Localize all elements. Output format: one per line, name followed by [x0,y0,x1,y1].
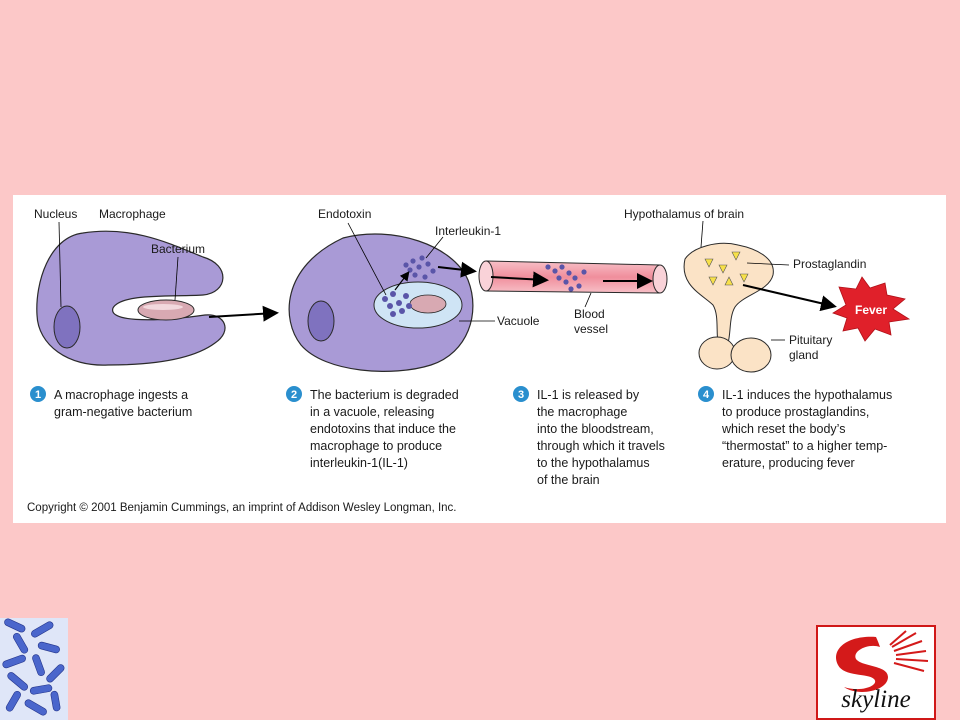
label-endotoxin: Endotoxin [318,207,371,221]
label-macrophage: Macrophage [99,207,166,221]
step-2-number: 2 [291,389,297,401]
copyright-text: Copyright © 2001 Benjamin Cummings, an i… [27,502,457,514]
step-3-line: to the hypothalamus [537,456,650,470]
vessel-flow-arrow-1 [490,271,549,288]
release-arrow [437,261,477,278]
step-4-line: to produce prostaglandins, [722,405,869,419]
nucleus-2 [307,300,335,342]
step-3-line: IL-1 is released by [537,388,640,402]
label-prostaglandin: Prostaglandin [793,257,866,271]
step-4-line: which reset the body’s [721,422,845,436]
step-2-line: interleukin-1(IL-1) [310,456,408,470]
skyline-logo: skyline [816,625,936,720]
step-1-number: 1 [35,389,41,401]
step-4-line: erature, producing fever [722,456,855,470]
step-2-caption: 2 The bacterium is degraded in a vacuole… [286,386,459,470]
step-4-caption: 4 IL-1 induces the hypothalamus to produ… [698,386,892,470]
label-bacterium: Bacterium [151,242,205,256]
bacteria-micrograph [0,618,68,720]
pituitary-gland [698,336,772,373]
step-1-line: A macrophage ingests a [54,388,188,402]
bacterium [137,299,195,321]
label-vacuole: Vacuole [497,314,540,328]
fever-mechanism-figure: Nucleus Macrophage Bacterium Endotoxin I… [13,195,946,523]
label-gland: gland [789,348,818,362]
vesicle-arrow [394,271,410,291]
step-2-badge [286,386,302,402]
step-1-caption: 1 A macrophage ingests a gram-negative b… [30,386,192,419]
step-3-line: into the bloodstream, [537,422,654,436]
step-3-line: of the brain [537,473,600,487]
bacterium-pointer [174,256,179,301]
step-4-number: 4 [703,389,710,401]
label-pituitary: Pituitary [789,333,832,347]
step-3-caption: 3 IL-1 is released by the macrophage int… [513,386,665,487]
hypothalamus-brain [683,242,774,344]
bacterium-highlight [143,304,183,310]
step-3-number: 3 [518,389,524,401]
step-4-line: “thermostat” to a higher temp- [722,439,887,453]
skyline-brand-text: skyline [841,686,911,713]
label-nucleus: Nucleus [34,207,77,221]
step-2-line: The bacterium is degraded [310,388,459,402]
label-interleukin: Interleukin-1 [435,224,501,238]
step-4-line: IL-1 induces the hypothalamus [722,388,892,402]
hypothalamus-pointer [700,220,704,248]
degraded-bacterium [409,294,447,314]
nucleus-pointer [58,221,62,308]
label-blood: Blood [574,307,605,321]
fever-burst: Fever [832,276,911,342]
endotoxin-dots [382,291,412,317]
skyline-emblem [836,630,929,692]
interleukin-dots-vessel [545,264,587,292]
macrophage-cell [36,230,226,366]
step-2-line: in a vacuole, releasing [310,405,434,419]
label-fever: Fever [855,303,887,317]
step-2-line: endotoxins that induce the [310,422,456,436]
step-4-badge [698,386,714,402]
step-3-line: through which it travels [537,439,665,453]
step-2-line: macrophage to produce [310,439,442,453]
fever-arrow [742,284,837,312]
step-3-badge [513,386,529,402]
label-vessel: vessel [574,322,608,336]
macrophage-nucleus [53,305,81,349]
blood-vessel-pointer [584,292,592,308]
step-1-badge [30,386,46,402]
prostaglandin-triangles [704,251,749,286]
step-arrow-1-2 [208,305,279,322]
interleukin-dots-cell [403,255,436,280]
step-1-line: gram-negative bacterium [54,405,192,419]
step-3-line: the macrophage [537,405,627,419]
interleukin-pointer [425,236,444,259]
prostaglandin-pointer [746,262,790,266]
endotoxin-pointer [347,222,387,296]
fever-diagram: Nucleus Macrophage Bacterium Endotoxin I… [27,207,911,514]
label-hypothalamus: Hypothalamus of brain [624,207,744,221]
